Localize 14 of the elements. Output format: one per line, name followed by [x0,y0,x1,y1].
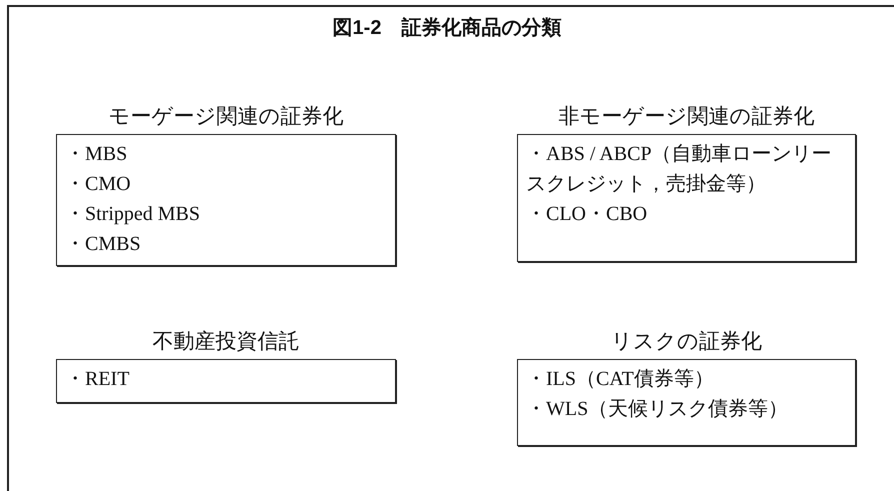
list-item: ・Stripped MBS [65,202,202,227]
list-item: ・CMO [65,172,132,197]
list-item: ・ABS / ABCP（自動車ローンリースクレジット，売掛金等） [526,142,833,197]
category-heading: リスクの証券化 [610,329,763,355]
list-item: ・ILS（CAT債券等） [526,367,715,392]
category-heading: モーゲージ関連の証券化 [108,104,344,130]
list-item: ・MBS [65,142,128,167]
list-item: ・WLS（天候リスク債券等） [526,397,790,422]
category-heading: 非モーゲージ関連の証券化 [558,104,816,130]
category-heading: 不動産投資信託 [152,329,300,355]
list-item: ・CMBS [65,232,142,257]
list-item: ・CLO・CBO [526,202,648,227]
figure-title: 図1-2 証券化商品の分類 [332,16,562,41]
list-item: ・REIT [65,367,130,392]
